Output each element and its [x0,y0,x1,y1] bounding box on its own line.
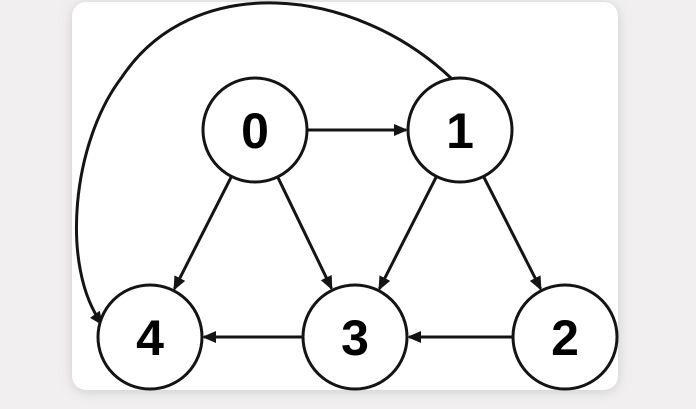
graph-node-label-2: 2 [551,310,579,366]
graph-node-label-0: 0 [241,103,269,159]
graph-node-1 [406,76,514,184]
graph-node-0 [201,76,309,184]
graph-node-3 [301,283,409,391]
directed-graph-canvas: 0 1 2 3 4 [74,1,619,391]
graph-edge-1-4 [74,1,454,326]
graph-edge-1-2 [482,175,542,291]
graph-node-label-1: 1 [446,103,474,159]
diagram-card: 0 1 2 3 4 [72,1,619,391]
graph-node-2 [511,283,619,391]
graph-edge-1-3 [378,175,438,291]
graph-edge-0-4 [173,175,233,291]
graph-node-label-4: 4 [136,310,164,366]
graph-edge-0-3 [276,176,333,291]
graph-node-4 [96,283,204,391]
graph-node-label-3: 3 [341,310,369,366]
